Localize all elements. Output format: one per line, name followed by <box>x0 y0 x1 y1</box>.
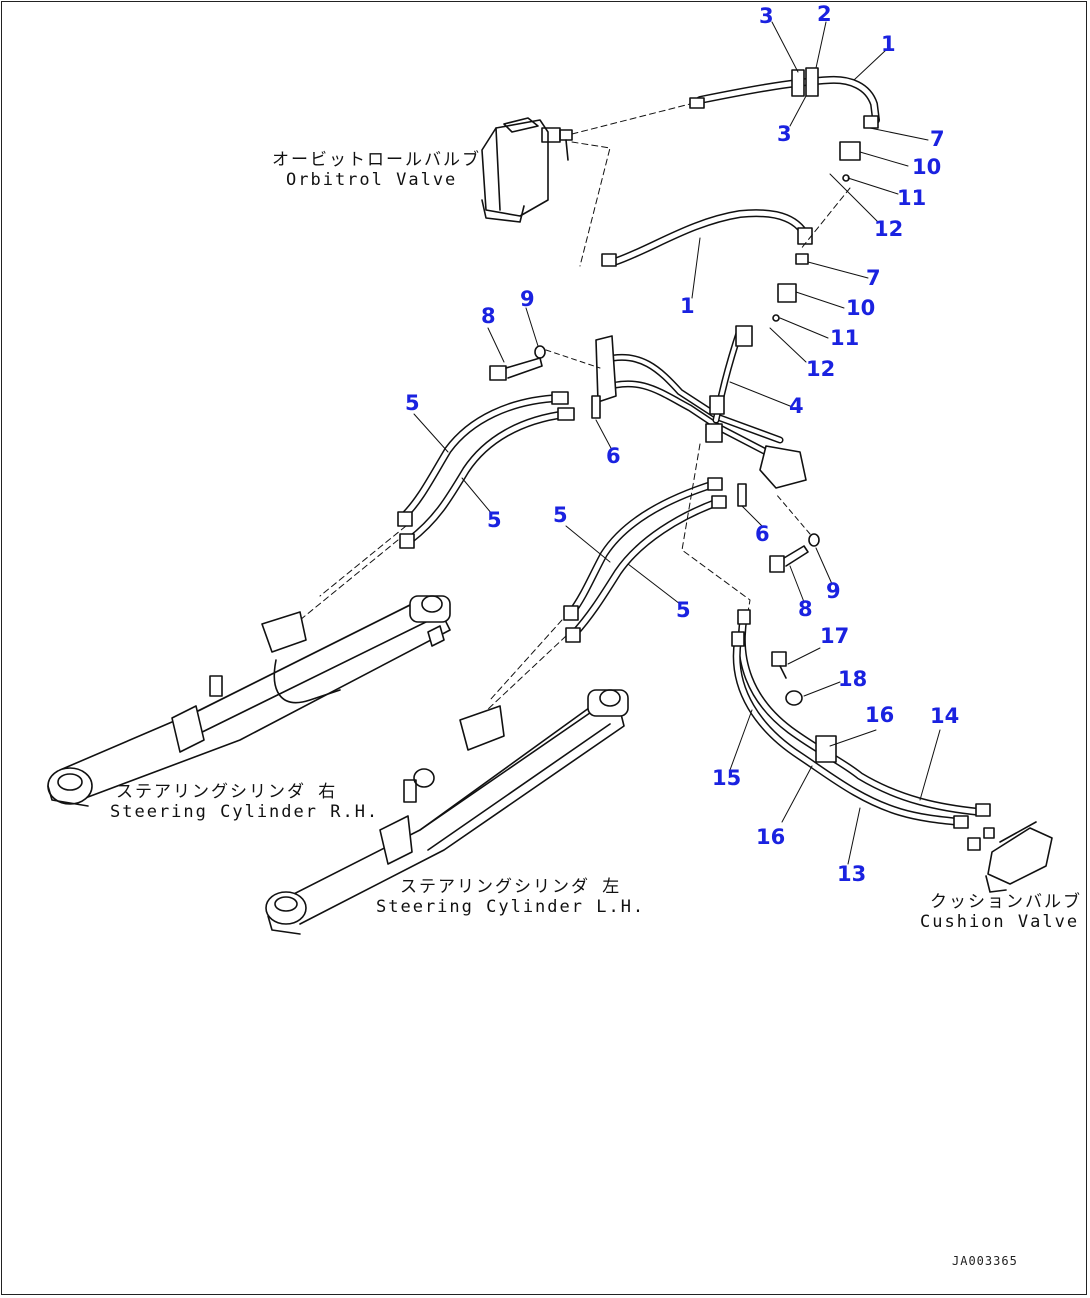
callout-9: 9 <box>826 579 841 603</box>
callout-2: 2 <box>817 2 832 26</box>
callout-15: 15 <box>712 766 742 790</box>
callout-8: 8 <box>798 597 813 621</box>
tube-4 <box>595 325 807 489</box>
label-steering-cylinder-lh-jp: ステアリングシリンダ 左 <box>400 877 622 897</box>
label-steering-cylinder-lh: ステアリングシリンダ 左 Steering Cylinder L.H. <box>376 877 645 918</box>
callout-3: 3 <box>777 122 792 146</box>
bolt-8-lower <box>769 545 809 573</box>
label-steering-cylinder-rh-en: Steering Cylinder R.H. <box>110 802 380 823</box>
callout-9: 9 <box>520 287 535 311</box>
label-cushion-valve-en: Cushion Valve <box>920 912 1080 933</box>
cushion-valve <box>967 821 1053 893</box>
callout-4: 4 <box>789 394 804 418</box>
callout-10: 10 <box>912 155 942 179</box>
leader-lines <box>413 21 941 865</box>
callout-12: 12 <box>874 217 904 241</box>
callout-18: 18 <box>838 667 868 691</box>
callout-5: 5 <box>676 598 691 622</box>
hose-5-lower-pair <box>563 477 727 643</box>
steering-cylinder-rh <box>47 595 451 807</box>
callout-5: 5 <box>405 391 420 415</box>
callout-5: 5 <box>553 503 568 527</box>
label-orbitrol-valve-jp: オービットロールバルブ <box>272 150 481 170</box>
callout-5: 5 <box>487 508 502 532</box>
hose-1-mid <box>601 209 813 267</box>
hose-5-upper-pair <box>397 391 575 549</box>
label-steering-cylinder-rh-jp: ステアリングシリンダ 右 <box>116 782 338 802</box>
label-orbitrol-valve: オービットロールバルブ Orbitrol Valve <box>272 150 481 191</box>
label-steering-cylinder-lh-en: Steering Cylinder L.H. <box>376 897 646 918</box>
drawing-code: JA003365 <box>952 1254 1018 1268</box>
callout-14: 14 <box>930 704 960 728</box>
bolt-8-upper <box>489 357 543 381</box>
callout-6: 6 <box>755 522 770 546</box>
callout-6: 6 <box>606 444 621 468</box>
callout-12: 12 <box>806 357 836 381</box>
label-cushion-valve-jp: クッションバルブ <box>930 892 1082 912</box>
hose-1-top <box>689 67 880 129</box>
callout-11: 11 <box>897 186 927 210</box>
orbitrol-valve <box>481 117 573 223</box>
callout-16: 16 <box>756 825 786 849</box>
callout-17: 17 <box>820 624 850 648</box>
label-steering-cylinder-rh: ステアリングシリンダ 右 Steering Cylinder R.H. <box>110 782 379 823</box>
callout-10: 10 <box>846 296 876 320</box>
callout-16: 16 <box>865 703 895 727</box>
callout-7: 7 <box>866 266 881 290</box>
callout-1: 1 <box>680 294 695 318</box>
callout-7: 7 <box>930 127 945 151</box>
callout-1: 1 <box>881 32 896 56</box>
callout-3: 3 <box>759 4 774 28</box>
label-orbitrol-valve-en: Orbitrol Valve <box>286 170 458 191</box>
steering-cylinder-lh <box>265 689 629 935</box>
label-cushion-valve: クッションバルブ Cushion Valve <box>920 892 1082 933</box>
hose-13 <box>732 636 964 826</box>
callout-13: 13 <box>837 862 867 886</box>
callout-11: 11 <box>830 326 860 350</box>
callout-8: 8 <box>481 304 496 328</box>
